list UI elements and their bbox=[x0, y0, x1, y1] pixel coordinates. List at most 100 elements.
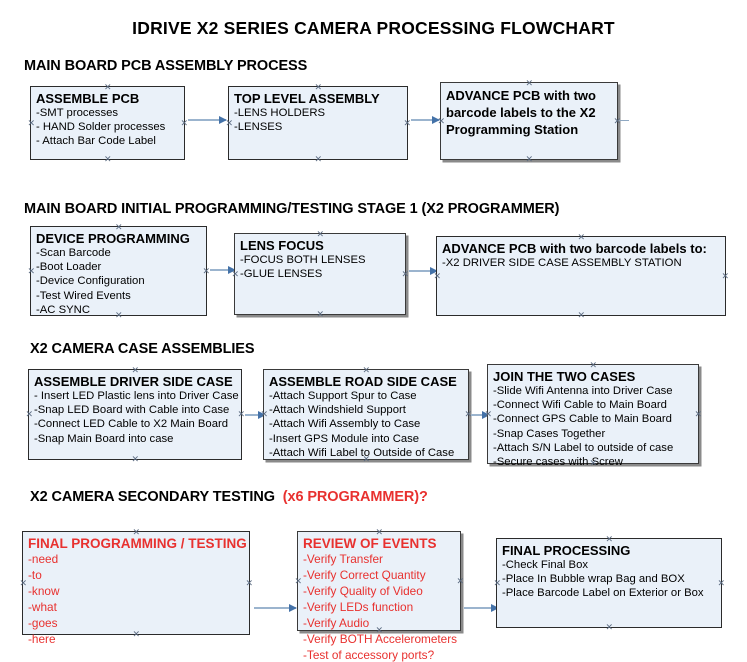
anchor-x-top-icon bbox=[526, 80, 533, 87]
box-line: -Check Final Box bbox=[502, 559, 589, 571]
section-heading-accent-text: (x6 PROGRAMMER)? bbox=[282, 489, 428, 505]
connector-arrow-4-1-to-4-2 bbox=[254, 603, 297, 612]
anchor-x-top-icon bbox=[315, 84, 322, 91]
anchor-x-top-icon bbox=[133, 529, 140, 536]
section-heading-secondary-testing: X2 CAMERA SECONDARY TESTING (x6 PROGRAMM… bbox=[30, 489, 428, 505]
process-box-assemble-road-side-case[interactable]: ASSEMBLE ROAD SIDE CASE -Attach Support … bbox=[263, 369, 469, 460]
anchor-x-right-icon bbox=[246, 580, 253, 587]
anchor-x-top-icon bbox=[104, 84, 111, 91]
connector-arrow-1-1-to-1-2 bbox=[188, 115, 227, 124]
box-line: -Verify LEDs function bbox=[303, 600, 414, 614]
arrowhead-icon bbox=[430, 266, 438, 275]
box-line: -to bbox=[28, 568, 42, 582]
section-heading-camera-case-assemblies: X2 CAMERA CASE ASSEMBLIES bbox=[30, 341, 255, 357]
anchor-x-bottom-icon bbox=[104, 156, 111, 163]
box-line: -Device Configuration bbox=[36, 275, 145, 288]
anchor-x-left-icon bbox=[28, 268, 35, 275]
process-box-lens-focus[interactable]: LENS FOCUS -FOCUS BOTH LENSES -GLUE LENS… bbox=[234, 233, 406, 315]
arrowhead-icon bbox=[219, 115, 227, 124]
box-line: -Attach Wifi Label to Outside of Case bbox=[269, 446, 455, 459]
process-box-assemble-pcb[interactable]: ASSEMBLE PCB -SMT processes - HAND Solde… bbox=[30, 86, 185, 160]
box-title: REVIEW OF EVENTS bbox=[303, 536, 437, 551]
connector-arrow-2-1-to-2-2 bbox=[210, 265, 236, 274]
process-box-advance-pcb-programming-station[interactable]: ADVANCE PCB with two barcode labels to t… bbox=[440, 82, 618, 160]
anchor-x-right-icon bbox=[614, 118, 621, 125]
box-line: -X2 DRIVER SIDE CASE ASSEMBLY STATION bbox=[442, 257, 682, 269]
process-box-device-programming[interactable]: DEVICE PROGRAMMING -Scan Barcode -Boot L… bbox=[30, 226, 207, 316]
section-heading-text: X2 CAMERA CASE ASSEMBLIES bbox=[30, 341, 255, 357]
box-line: - Attach Bar Code Label bbox=[36, 135, 156, 148]
process-box-join-the-two-cases[interactable]: JOIN THE TWO CASES -Slide Wifi Antenna i… bbox=[487, 362, 699, 468]
anchor-x-top-icon bbox=[376, 529, 383, 536]
arrowhead-icon bbox=[482, 410, 490, 419]
arrowhead-icon bbox=[491, 603, 499, 612]
process-box-final-processing[interactable]: FINAL PROCESSING -Check Final Box -Place… bbox=[496, 538, 722, 628]
box-line: -Snap LED Board with Cable into Case bbox=[34, 404, 230, 417]
box-line: -Attach S/N Label to outside of case bbox=[493, 441, 674, 454]
anchor-x-top-icon bbox=[606, 536, 613, 543]
box-line: -Scan Barcode bbox=[36, 247, 111, 259]
box-line: -FOCUS BOTH LENSES bbox=[240, 254, 366, 266]
box-line: -Verify Correct Quantity bbox=[303, 568, 426, 582]
anchor-x-left-icon bbox=[20, 580, 27, 587]
box-title: JOIN THE TWO CASES bbox=[493, 369, 636, 384]
box-line: -LENSES bbox=[234, 121, 283, 134]
anchor-x-bottom-icon bbox=[132, 456, 139, 463]
process-box-top-level-assembly[interactable]: TOP LEVEL ASSEMBLY -LENS HOLDERS -LENSES bbox=[228, 86, 408, 160]
page-title: IDRIVE X2 SERIES CAMERA PROCESSING FLOWC… bbox=[132, 18, 615, 38]
anchor-x-left-icon bbox=[494, 580, 501, 587]
box-line: -goes bbox=[28, 616, 58, 630]
anchor-x-bottom-icon bbox=[606, 624, 613, 631]
box-title: FINAL PROGRAMMING / TESTING bbox=[28, 536, 247, 551]
anchor-x-top-icon bbox=[317, 231, 324, 238]
box-line-overflow: -Test of accessory ports? bbox=[303, 648, 435, 662]
arrowhead-icon bbox=[432, 115, 440, 124]
box-line: - Insert LED Plastic lens into Driver Ca… bbox=[34, 390, 239, 402]
box-line: -Verify BOTH Accelerometers bbox=[303, 632, 458, 646]
box-line: -Connect Wifi Cable to Main Board bbox=[493, 399, 667, 412]
anchor-x-bottom-icon bbox=[315, 156, 322, 163]
box-line: -Verify Transfer bbox=[303, 552, 383, 566]
box-title: ADVANCE PCB with two barcode labels to t… bbox=[446, 88, 596, 137]
process-box-advance-pcb-driver-side-case[interactable]: ADVANCE PCB with two barcode labels to: … bbox=[436, 236, 726, 316]
anchor-x-top-icon bbox=[590, 362, 597, 369]
box-line: -here bbox=[28, 632, 56, 646]
anchor-x-right-icon bbox=[722, 273, 729, 280]
box-title: ASSEMBLE ROAD SIDE CASE bbox=[269, 374, 457, 389]
box-title: TOP LEVEL ASSEMBLY bbox=[234, 91, 380, 106]
anchor-x-left-icon bbox=[28, 120, 35, 127]
section-heading-main-board-pcb-assembly: MAIN BOARD PCB ASSEMBLY PROCESS bbox=[24, 58, 307, 74]
box-line: -Verify Audio bbox=[303, 616, 370, 630]
arrowhead-icon bbox=[228, 265, 236, 274]
connector-arrow-3-1-to-3-2 bbox=[245, 410, 266, 419]
box-line: -Attach Support Spur to Case bbox=[269, 390, 417, 402]
box-line: -AC SYNC bbox=[36, 303, 90, 316]
box-line: -Test Wired Events bbox=[36, 289, 131, 302]
anchor-x-left-icon bbox=[295, 578, 302, 585]
box-line: -Place Barcode Label on Exterior or Box bbox=[502, 587, 704, 600]
section-heading-initial-programming-testing: MAIN BOARD INITIAL PROGRAMMING/TESTING S… bbox=[24, 201, 560, 217]
box-line: -Verify Quality of Video bbox=[303, 584, 423, 598]
process-box-assemble-driver-side-case[interactable]: ASSEMBLE DRIVER SIDE CASE - Insert LED P… bbox=[28, 369, 242, 460]
section-heading-text: MAIN BOARD INITIAL PROGRAMMING/TESTING S… bbox=[24, 201, 560, 217]
box-line: -need bbox=[28, 552, 59, 566]
anchor-x-right-icon bbox=[203, 268, 210, 275]
box-line: -Boot Loader bbox=[36, 261, 102, 274]
box-line: -LENS HOLDERS bbox=[234, 107, 326, 119]
anchor-x-left-icon bbox=[26, 411, 33, 418]
box-title: LENS FOCUS bbox=[240, 238, 324, 253]
box-line: -know bbox=[28, 584, 60, 598]
process-box-final-programming-testing[interactable]: FINAL PROGRAMMING / TESTING -need -to -k… bbox=[20, 529, 253, 646]
connector-arrow-4-2-to-4-3 bbox=[464, 603, 499, 612]
process-box-review-of-events[interactable]: REVIEW OF EVENTS -Verify Transfer -Verif… bbox=[295, 529, 461, 662]
box-line: -Snap Main Board into case bbox=[34, 432, 174, 445]
box-line: -Place In Bubble wrap Bag and BOX bbox=[502, 573, 685, 586]
box-line: -what bbox=[28, 600, 57, 614]
section-heading-text: X2 CAMERA SECONDARY TESTING bbox=[30, 489, 275, 505]
box-line: -Secure cases with Screw bbox=[493, 456, 623, 469]
anchor-x-top-icon bbox=[132, 367, 139, 374]
box-line: -Attach Windshield Support bbox=[269, 404, 406, 417]
anchor-x-right-icon bbox=[238, 411, 245, 418]
box-line: -Connect GPS Cable to Main Board bbox=[493, 413, 672, 426]
anchor-x-bottom-icon bbox=[526, 156, 533, 163]
